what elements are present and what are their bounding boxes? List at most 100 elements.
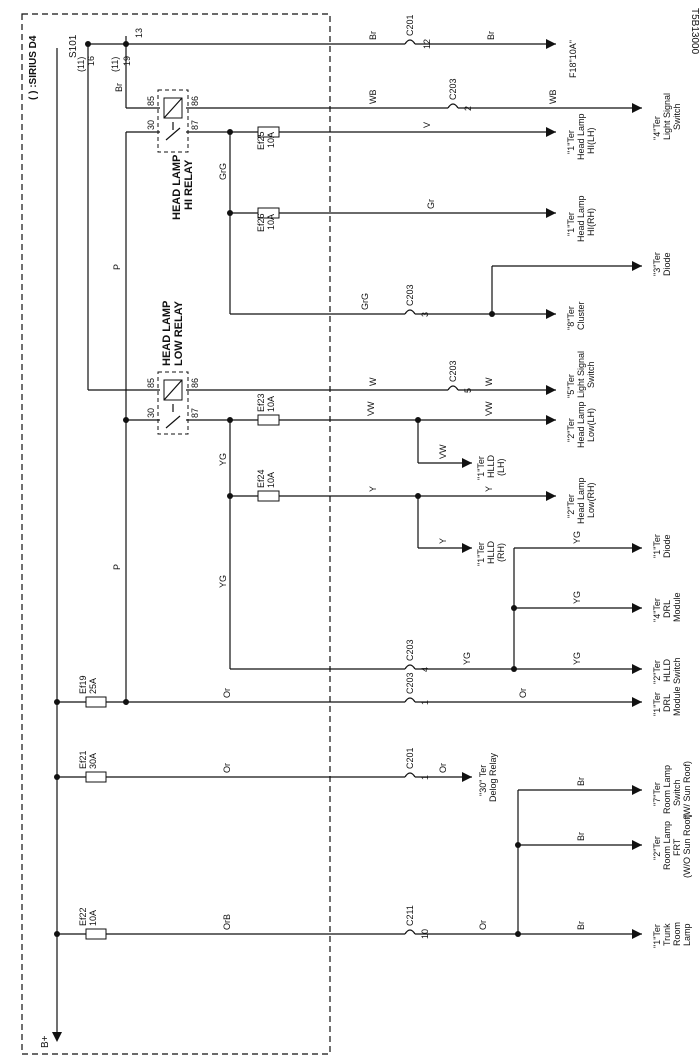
- terminal-line: DRL: [662, 694, 672, 712]
- terminal-line: "2"Ter: [652, 660, 662, 684]
- fuse-name: Ef22: [78, 907, 88, 926]
- wire-label: Br: [486, 31, 496, 40]
- wire-label: V: [422, 122, 432, 128]
- fuse-name: Ef26: [256, 213, 266, 232]
- connector-pin: 1: [420, 700, 430, 705]
- terminal-drl-module-1: "1"Ter DRL Module: [652, 686, 682, 716]
- terminal-line: Light Signal: [576, 351, 586, 398]
- terminal-trunk-room-lamp: "1"Ter Trunk Room Lamp: [652, 922, 692, 948]
- terminal-delog-relay: "30" Ter Delog Relay: [478, 752, 498, 802]
- wire-label: Or: [438, 763, 448, 773]
- wire-label: Or: [478, 920, 488, 930]
- relay-pin: 87: [190, 408, 200, 418]
- connector-name: C203: [405, 284, 415, 306]
- terminal-line: "30" Ter: [478, 765, 488, 796]
- terminal-light-signal-switch-4: "4"Ter Light Signal Switch: [652, 93, 682, 140]
- power-label: B+: [40, 1035, 51, 1048]
- relay-pin: 86: [190, 378, 200, 388]
- terminal-line: Delog Relay: [488, 752, 498, 802]
- connector-name: C203: [448, 78, 458, 100]
- fuse-rating: 10A: [266, 396, 276, 412]
- terminal-line: Diode: [662, 252, 672, 276]
- terminal-line: Light Signal: [662, 93, 672, 140]
- fuse-rating: 30A: [88, 753, 98, 769]
- terminal-line: HI(RH): [586, 208, 596, 236]
- relay-pin: 30: [146, 120, 156, 130]
- connector-pin: 5: [463, 388, 473, 393]
- diagram-code: T5B13000: [689, 8, 700, 55]
- wire-label: P: [112, 264, 122, 270]
- terminal-line: Switch: [672, 779, 682, 806]
- terminal-line: "3"Ter: [652, 252, 662, 276]
- terminal-diode-1: "1"Ter Diode: [652, 534, 672, 558]
- terminal-line: "8"Ter: [566, 306, 576, 330]
- terminal-line: DRL: [662, 600, 672, 618]
- wire-label: GrG: [218, 163, 228, 180]
- wire-label: YG: [572, 652, 582, 665]
- wire-label: VW: [438, 444, 448, 459]
- splice-pin: 19: [122, 56, 132, 66]
- terminal-line: Diode: [662, 534, 672, 558]
- wire-label: YG: [218, 575, 228, 588]
- relay-name: HI RELAY: [183, 159, 195, 210]
- splice-pin: 16: [86, 56, 96, 66]
- terminal-line: (LH): [496, 458, 506, 476]
- terminal-line: FRT: [672, 838, 682, 856]
- terminal-f18: F18"10A": [568, 40, 578, 78]
- terminal-head-lamp-low-lh: "2"Ter Head Lamp Low(LH): [566, 401, 596, 448]
- terminal-line: Switch: [586, 361, 596, 388]
- terminal-line: "4"Ter: [652, 116, 662, 140]
- wire-label: OrB: [222, 914, 232, 930]
- terminal-line: Room Lamp: [662, 765, 672, 814]
- terminal-line: "1"Ter: [652, 924, 662, 948]
- terminal-line: "1"Ter: [652, 692, 662, 716]
- terminal-label: F18"10A": [568, 40, 578, 78]
- terminal-line: HLLD: [486, 454, 496, 478]
- relay-hi: [157, 89, 189, 153]
- splice-name: S101: [68, 34, 79, 58]
- wire-label: YG: [218, 453, 228, 466]
- relay-pin: 30: [146, 408, 156, 418]
- wire-label: Or: [518, 688, 528, 698]
- terminal-line: Cluster: [576, 301, 586, 330]
- wire-label: Y: [438, 538, 448, 544]
- terminal-line: Head Lamp: [576, 477, 586, 524]
- splice-pin: 13: [134, 28, 144, 38]
- wire-label: Or: [222, 763, 232, 773]
- fuse-rating: 10A: [266, 132, 276, 148]
- labels: T5B13000 ( ) :SIRIUS D4 B+ S101 (11) 16 …: [28, 8, 700, 1048]
- wire-label: VW: [484, 401, 494, 416]
- terminal-line: Switch: [672, 103, 682, 130]
- splice-pin: (11): [76, 57, 86, 72]
- wire-label: WB: [368, 90, 378, 105]
- terminal-line: "1"Ter: [652, 534, 662, 558]
- terminal-line: Room: [672, 922, 682, 946]
- arrowheads: [52, 39, 642, 1042]
- wire-label: Or: [222, 688, 232, 698]
- relay-name: HEAD LAMP: [171, 155, 183, 220]
- wire-label: Y: [484, 486, 494, 492]
- terminal-line: Head Lamp: [576, 401, 586, 448]
- terminal-head-lamp-hi-lh: "1"Ter Head Lamp HI(LH): [566, 113, 596, 160]
- connector-name: C203: [405, 639, 415, 661]
- wire-label: GrG: [360, 293, 370, 310]
- terminal-line: (W/ Sun Roof): [682, 761, 692, 818]
- wire-label: Y: [368, 486, 378, 492]
- wire-label: WB: [548, 90, 558, 105]
- wire-label: YG: [572, 591, 582, 604]
- terminal-line: Head Lamp: [576, 113, 586, 160]
- connector-pin: 3: [420, 312, 430, 317]
- terminal-room-lamp-switch: "7"Ter Room Lamp Switch (W/ Sun Roof): [652, 761, 692, 818]
- terminal-line: (RH): [496, 543, 506, 562]
- terminal-line: "1"Ter: [476, 542, 486, 566]
- fuse-boxes: [85, 126, 280, 940]
- terminal-room-lamp-frt: "2"Ter Room Lamp FRT (W/O Sun Roof): [652, 814, 692, 878]
- terminal-line: Switch: [672, 657, 682, 684]
- connector-name: C201: [405, 14, 415, 36]
- wire-label: Gr: [426, 199, 436, 209]
- fuse-rating: 25A: [88, 678, 98, 694]
- terminal-line: "5"Ter: [566, 374, 576, 398]
- connector-name: C203: [405, 672, 415, 694]
- wire-label: YG: [462, 652, 472, 665]
- terminal-line: Module: [672, 686, 682, 716]
